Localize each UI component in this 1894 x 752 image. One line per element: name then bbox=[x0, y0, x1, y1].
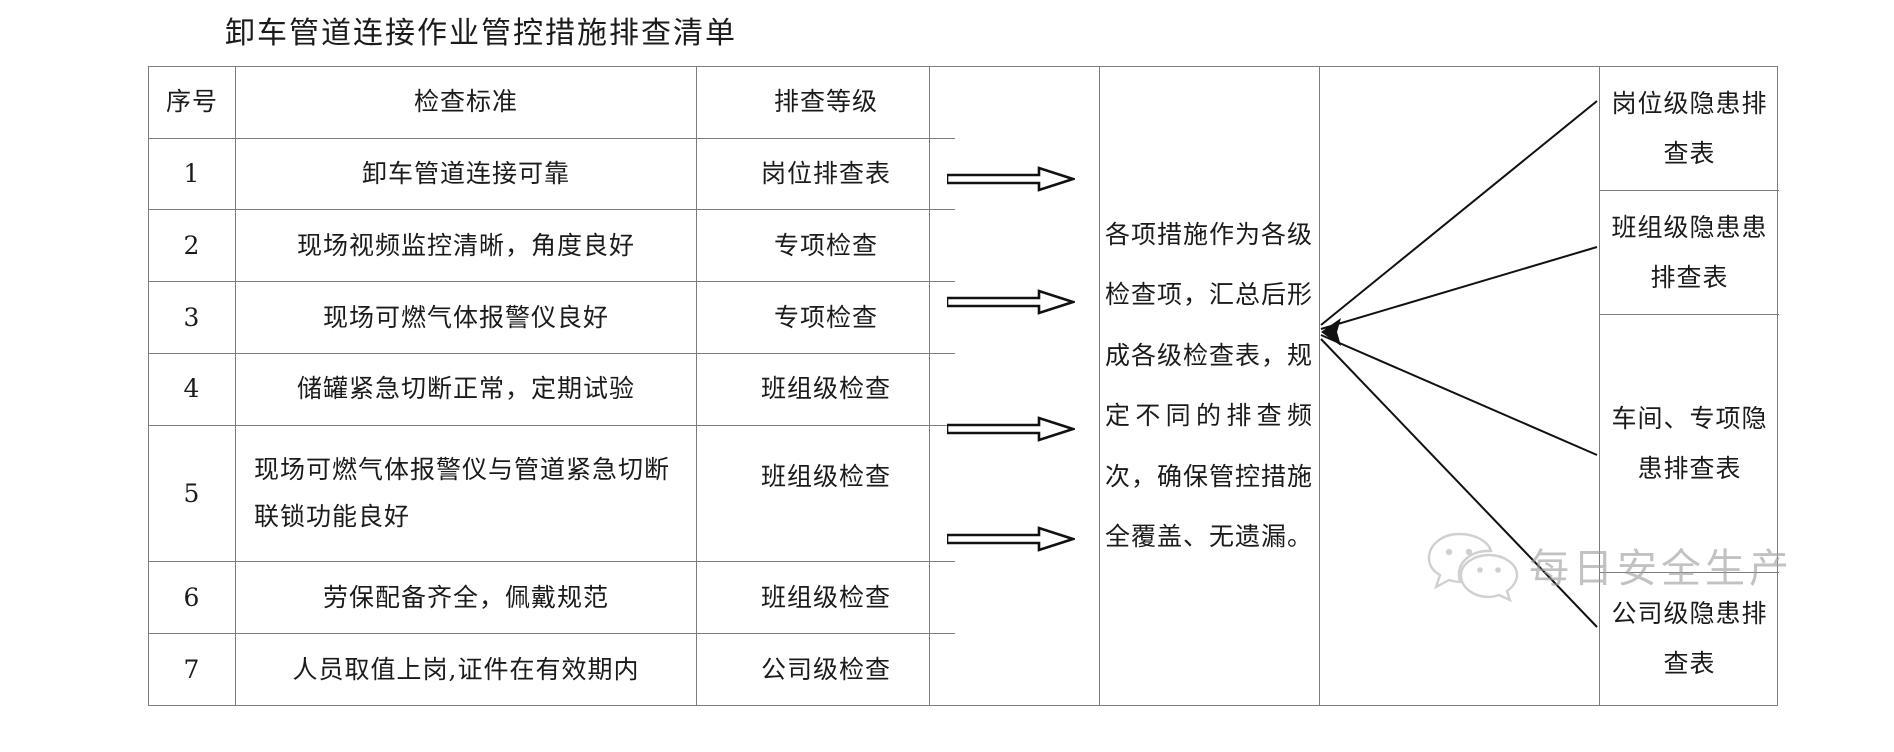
cell-standard: 现场可燃气体报警仪良好 bbox=[235, 281, 697, 355]
cell-no: 1 bbox=[149, 138, 236, 211]
flow-arrow-icon bbox=[947, 289, 1075, 315]
table-row: 7 人员取值上岗,证件在有效期内 公司级检查 bbox=[149, 633, 955, 705]
table-row: 2 现场视频监控清晰，角度良好 专项检查 bbox=[149, 209, 955, 283]
flow-arrow-icon bbox=[947, 526, 1075, 552]
cell-level: 公司级检查 bbox=[760, 654, 891, 684]
center-summary-text: 各项措施作为各级检查项，汇总后形成各级检查表，规定不同的排查频次，确保管控措施全… bbox=[1105, 219, 1314, 552]
center-summary-cell: 各项措施作为各级检查项，汇总后形成各级检查表，规定不同的排查频次，确保管控措施全… bbox=[1099, 67, 1319, 705]
table-row: 3 现场可燃气体报警仪良好 专项检查 bbox=[149, 281, 955, 355]
cell-level: 专项检查 bbox=[696, 209, 955, 283]
cell-standard: 储罐紧急切断正常，定期试验 bbox=[235, 353, 697, 426]
table-row: 1 卸车管道连接可靠 岗位排查表 bbox=[149, 138, 955, 211]
divider-after-center bbox=[1319, 67, 1320, 705]
cell-no: 3 bbox=[149, 281, 236, 355]
table-header-row: 序号 检查标准 排查等级 bbox=[149, 67, 955, 139]
cell-standard: 现场视频监控清晰，角度良好 bbox=[235, 209, 697, 283]
table-row: 5 现场可燃气体报警仪与管道紧急切断联锁功能良好 班组级检查 bbox=[149, 425, 955, 563]
output-box: 岗位级隐患排查表 bbox=[1600, 67, 1779, 191]
cell-standard: 人员取值上岗,证件在有效期内 bbox=[235, 633, 697, 705]
cell-level: 班组级检查 bbox=[696, 353, 955, 426]
table-row: 4 储罐紧急切断正常，定期试验 班组级检查 bbox=[149, 353, 955, 426]
output-boxes: 岗位级隐患排查表 班组级隐患患排查表 车间、专项隐 患排查表 公司级隐患排查表 bbox=[1599, 67, 1779, 705]
cell-standard: 劳保配备齐全，佩戴规范 bbox=[235, 561, 697, 635]
flow-arrow-icon bbox=[947, 416, 1075, 442]
fanout-lines-icon bbox=[1320, 100, 1598, 628]
diagram-frame: 序号 检查标准 排查等级 1 卸车管道连接可靠 岗位排查表 2 现场视频监控清晰… bbox=[148, 66, 1779, 706]
cell-level: 专项检查 bbox=[696, 281, 955, 355]
fanout-arrow-group bbox=[1319, 67, 1599, 705]
cell-no: 5 bbox=[149, 425, 236, 563]
cell-no: 6 bbox=[149, 561, 236, 635]
cell-standard: 现场可燃气体报警仪与管道紧急切断联锁功能良好 bbox=[235, 425, 697, 563]
output-box: 班组级隐患患排查表 bbox=[1600, 191, 1779, 315]
table-row: 6 劳保配备齐全，佩戴规范 班组级检查 bbox=[149, 561, 955, 635]
divider-before-center bbox=[1099, 67, 1100, 705]
header-cell-level: 排查等级 bbox=[696, 67, 955, 139]
header-cell-standard: 检查标准 bbox=[235, 67, 697, 139]
checklist-table: 序号 检查标准 排查等级 1 卸车管道连接可靠 岗位排查表 2 现场视频监控清晰… bbox=[149, 67, 955, 705]
cell-no: 2 bbox=[149, 209, 236, 283]
cell-standard: 卸车管道连接可靠 bbox=[235, 138, 697, 211]
header-cell-no: 序号 bbox=[149, 67, 236, 139]
cell-level: 班组级检查 bbox=[696, 561, 955, 635]
cell-level: 岗位排查表 bbox=[696, 138, 955, 211]
output-box: 车间、专项隐 患排查表 bbox=[1600, 315, 1779, 573]
output-box: 公司级隐患排查表 bbox=[1611, 599, 1768, 678]
cell-no: 7 bbox=[149, 633, 236, 705]
cell-no: 4 bbox=[149, 353, 236, 426]
flow-arrow-icon bbox=[947, 166, 1075, 192]
page-title: 卸车管道连接作业管控措施排查清单 bbox=[225, 16, 737, 51]
cell-level: 班组级检查 bbox=[696, 425, 955, 563]
arrow-column bbox=[929, 67, 1099, 705]
divider-after-table bbox=[929, 67, 930, 705]
